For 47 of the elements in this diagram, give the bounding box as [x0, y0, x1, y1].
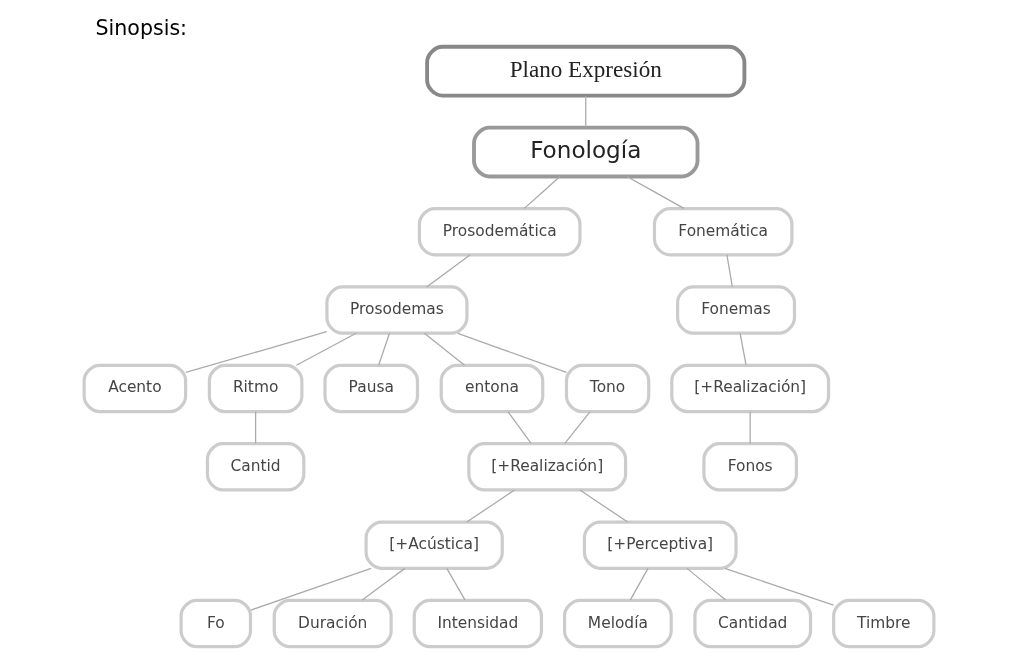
connector — [506, 411, 532, 445]
node-box: Pausa — [322, 363, 419, 414]
connector — [629, 567, 649, 601]
connector — [184, 331, 327, 374]
node-box: [+Acústica] — [364, 520, 504, 570]
connector — [723, 567, 834, 606]
node-box: Fonemas — [675, 285, 796, 335]
connector — [725, 254, 733, 288]
diagram-title: Sinopsis: — [95, 15, 187, 40]
node-box: Fonos — [701, 442, 798, 492]
node-box: Acento — [82, 363, 187, 414]
node-box: Prosodemática — [417, 207, 582, 257]
connector — [465, 489, 515, 523]
connector — [584, 95, 586, 128]
node-box: Prosodemas — [324, 285, 469, 335]
node-box: Fo — [179, 598, 252, 649]
connector — [249, 567, 372, 611]
node-box: Ritmo — [207, 363, 303, 414]
node-box: Melodía — [562, 598, 673, 649]
node-box: [+Realización] — [466, 442, 627, 492]
connector — [295, 332, 357, 366]
connector — [523, 175, 561, 210]
connector — [425, 254, 471, 288]
node-box: Plano Expresión — [424, 44, 746, 98]
connector — [625, 175, 684, 210]
connector — [423, 332, 465, 366]
node-box: Cantid — [205, 442, 305, 492]
connector — [456, 332, 567, 373]
connector — [377, 332, 390, 366]
connector — [445, 567, 466, 601]
node-box: Timbre — [831, 598, 935, 649]
node-box: [+Realización] — [669, 363, 830, 414]
node-box: Cantidad — [692, 598, 812, 649]
connector — [578, 489, 628, 523]
node-box: Duración — [272, 598, 393, 649]
connector — [563, 411, 591, 445]
node-box: Intensidad — [412, 598, 543, 649]
node-box: Tono — [564, 363, 650, 414]
connector — [685, 567, 726, 601]
connector — [254, 411, 256, 445]
node-box: [+Perceptiva] — [582, 520, 738, 570]
node-box: Fonología — [471, 125, 699, 179]
connector — [360, 567, 405, 601]
connector — [739, 332, 747, 366]
node-box: entona — [439, 363, 544, 414]
connector — [749, 411, 751, 445]
node-box: Fonemática — [652, 207, 794, 257]
